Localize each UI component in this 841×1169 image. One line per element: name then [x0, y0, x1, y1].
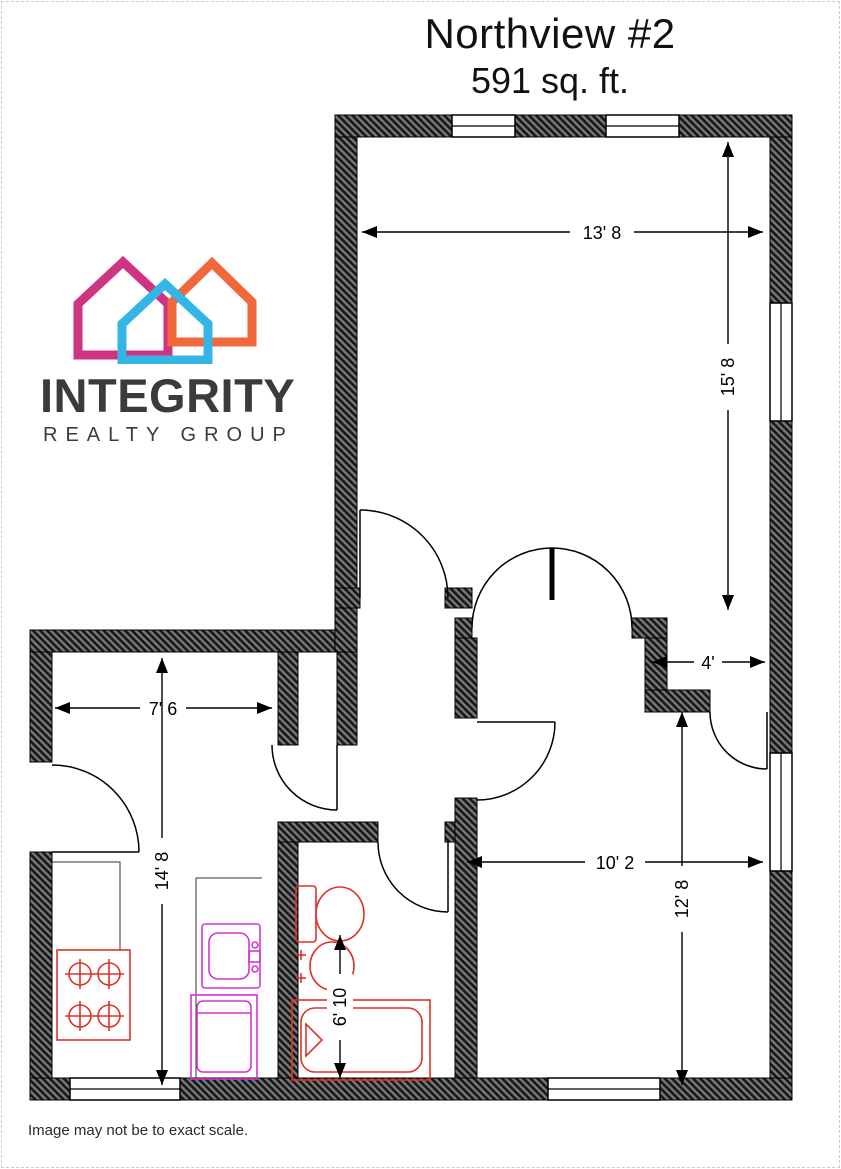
windows — [69, 114, 793, 1101]
door-arc — [551, 547, 633, 629]
logo-name: INTEGRITY — [40, 369, 296, 422]
dimensions: 13' 8 15' 8 7' 6 4' 14' 8 — [55, 142, 765, 1085]
wall-segment — [334, 587, 361, 609]
wall-segment — [644, 689, 711, 713]
dimension-label: 10' 2 — [596, 853, 634, 873]
wall-segment — [29, 651, 53, 763]
counter-edge — [52, 861, 121, 950]
window — [769, 302, 793, 422]
dishwasher-door — [196, 1000, 252, 1073]
door-arc — [51, 764, 140, 853]
dim-living-width: 13' 8 — [362, 219, 763, 245]
window — [451, 114, 516, 138]
plan-area: 591 sq. ft. — [470, 60, 630, 101]
wall-segment — [769, 136, 793, 1101]
window — [769, 752, 793, 872]
wall-segment — [29, 629, 346, 653]
dimension-label: 14' 8 — [152, 852, 172, 890]
logo-tagline: REALTY GROUP — [43, 424, 294, 446]
wall-segment — [277, 821, 379, 843]
dimension-label: 6' 10 — [330, 988, 350, 1026]
tub-basin — [300, 1007, 423, 1073]
window — [547, 1077, 661, 1101]
french-doors — [471, 547, 633, 629]
toilet-bowl — [315, 886, 365, 942]
wall-segment — [336, 651, 358, 746]
cyan-house-icon — [117, 277, 213, 364]
dimension-label: 4' — [701, 653, 714, 673]
wall-segment — [277, 841, 299, 1079]
stove-body — [56, 949, 131, 1041]
wall-segment — [444, 587, 473, 609]
door-arc — [377, 841, 449, 913]
wall-segment — [334, 136, 358, 653]
dim-bedroom-width: 10' 2 — [467, 849, 763, 875]
dim-bedroom-height: 12' 8 — [669, 712, 695, 1085]
dimension-label: 15' 8 — [718, 358, 738, 396]
toilet-tank — [295, 885, 317, 943]
stove — [56, 949, 131, 1041]
dim-hall-width: 7' 6 — [55, 695, 272, 721]
dim-kitchen-height: 14' 8 — [149, 658, 175, 1085]
orange-house-icon — [167, 256, 257, 347]
doors — [51, 509, 768, 913]
wall-segment — [277, 651, 299, 746]
wall-segment — [454, 797, 478, 1079]
scale-disclaimer: Image may not be to exact scale. — [28, 1122, 249, 1139]
dishwasher — [190, 994, 258, 1080]
wall-segment — [454, 637, 478, 719]
dimension-label: 13' 8 — [583, 223, 621, 243]
tub-drain — [305, 1022, 324, 1058]
plan-title: Northview #2 — [424, 10, 676, 57]
dim-living-height: 15' 8 — [715, 142, 741, 610]
living-room-door — [359, 509, 449, 599]
door-arc — [476, 721, 556, 801]
wall-segment — [334, 114, 793, 138]
kitchen-counters — [52, 861, 262, 1078]
wall-segment — [29, 851, 53, 1079]
pink-house-icon — [73, 255, 173, 360]
kitchen-sink — [201, 923, 261, 989]
door-arc — [709, 711, 768, 770]
wall-segment — [454, 617, 473, 639]
dim-bath-height: 6' 10 — [327, 935, 353, 1078]
kitchen-entry-door — [51, 764, 140, 853]
window — [69, 1077, 181, 1101]
window — [605, 114, 680, 138]
toilet — [295, 885, 365, 943]
wall-segment — [631, 617, 668, 639]
dimension-label: 7' 6 — [149, 699, 177, 719]
faucet-knob — [251, 941, 259, 949]
bathtub — [291, 999, 431, 1081]
entry-closet-door — [709, 711, 768, 770]
bedroom-door — [476, 721, 556, 801]
wall-segment — [444, 821, 456, 843]
realty-logo: INTEGRITY REALTY GROUP — [40, 252, 310, 445]
dim-entry-closet-width: 4' — [652, 649, 765, 675]
houses-logo-icon — [73, 255, 257, 364]
faucet — [248, 950, 261, 963]
walls — [29, 114, 793, 1101]
door-arc — [271, 744, 338, 811]
bathroom-door — [377, 841, 449, 913]
door-arc — [471, 547, 553, 629]
dimension-label: 12' 8 — [672, 880, 692, 918]
title-block: Northview #2 591 sq. ft. — [300, 10, 800, 102]
tub-outline — [291, 999, 431, 1081]
dishwasher-body — [190, 994, 258, 1080]
door-arc — [359, 509, 449, 599]
sink-basin — [208, 932, 250, 980]
hall-closet-door — [271, 744, 338, 811]
faucet-knob — [251, 965, 259, 973]
